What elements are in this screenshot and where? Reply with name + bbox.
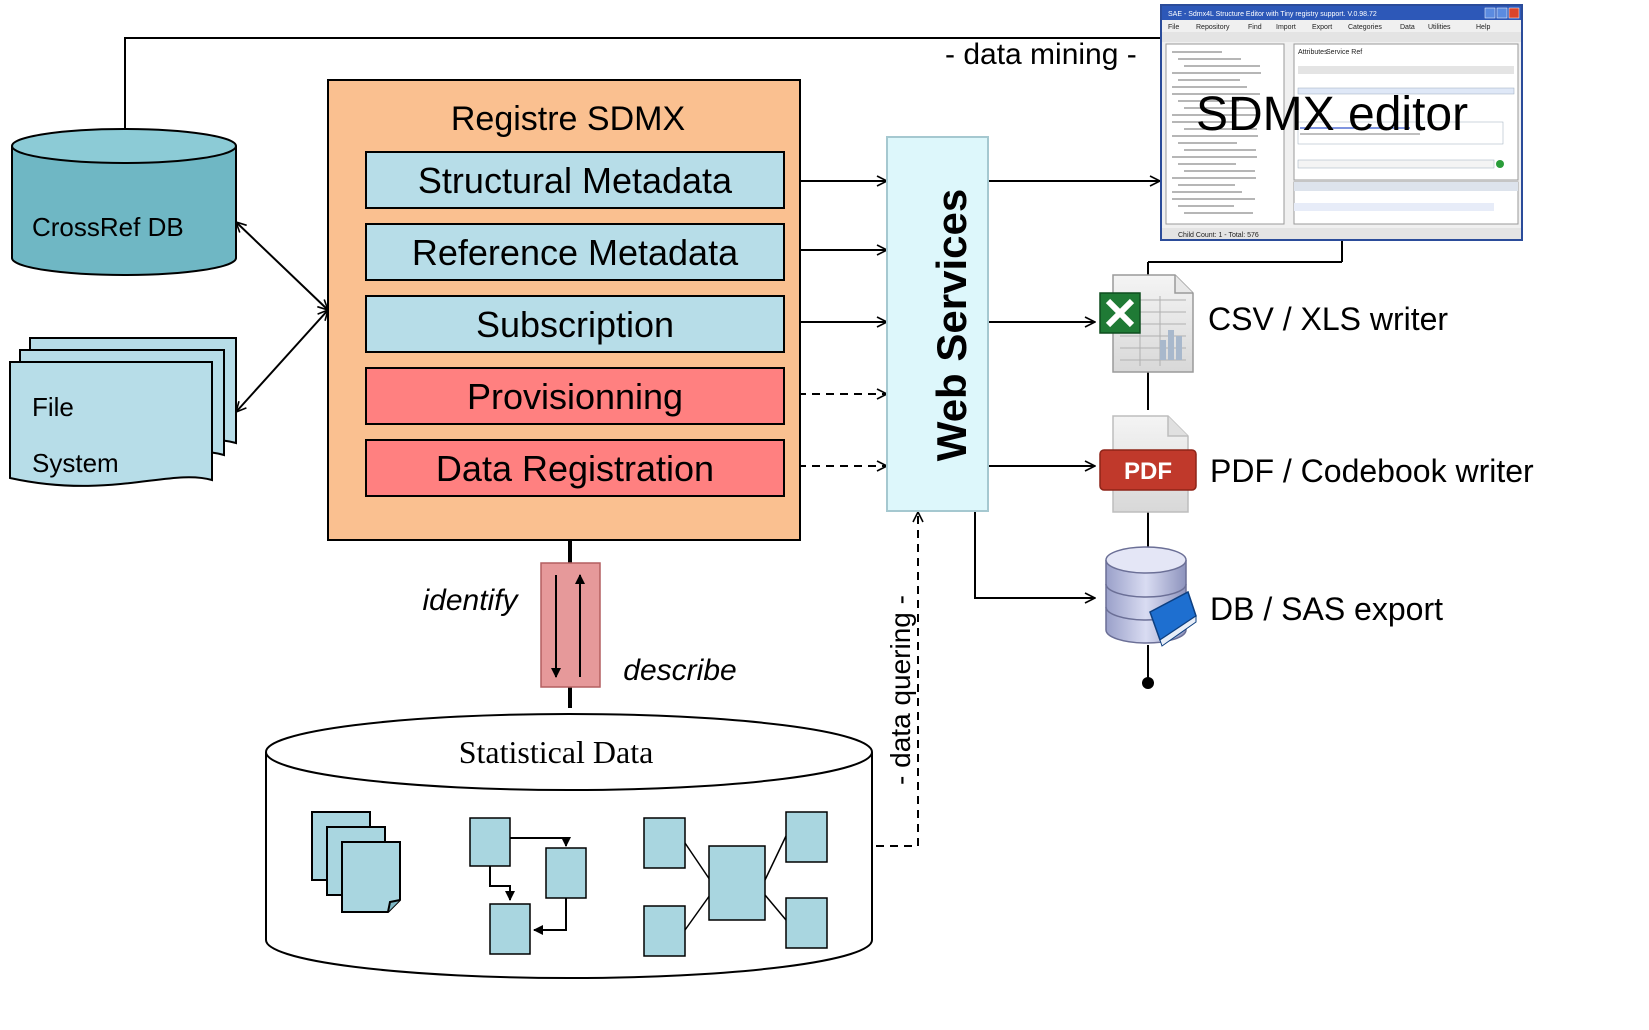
editor-window-title: SAE - Sdmx4L Structure Editor with Tiny … <box>1168 11 1377 18</box>
excel-icon <box>1099 274 1194 373</box>
connectors <box>125 37 1343 847</box>
registry-section-box <box>365 223 785 281</box>
network-icon <box>643 811 828 957</box>
editor-menu-item: Import <box>1276 24 1296 31</box>
editor-menu-item: Find <box>1248 24 1262 31</box>
registry-section-box <box>365 439 785 497</box>
registry-section-label: Reference Metadata <box>412 232 739 273</box>
editor-tab: Service Ref <box>1326 49 1362 56</box>
registry-section-box <box>365 295 785 353</box>
filesystem-registry-arrow <box>236 310 328 412</box>
file-system-label-line1: File <box>32 392 74 422</box>
editor-menu-item: File <box>1168 24 1179 31</box>
crossref-db: CrossRef DB <box>11 128 237 276</box>
editor-menu-item: Categories <box>1348 24 1382 31</box>
chain-end-dot <box>1142 677 1154 689</box>
crossref-db-label: CrossRef DB <box>32 212 184 242</box>
documents-icon <box>311 811 401 913</box>
pdf-icon: PDF <box>1099 415 1197 513</box>
file-system-label-line2: System <box>32 448 119 478</box>
editor-menu-item: Help <box>1476 24 1491 31</box>
data-quering-label: - data quering - <box>885 595 916 785</box>
registry-section-box <box>365 151 785 209</box>
data-mining-label: - data mining - <box>945 38 1137 71</box>
registry-section-label: Data Registration <box>436 448 714 489</box>
ws-to-db-arrow <box>974 510 1095 598</box>
file-system: File System <box>9 337 237 487</box>
editor-close-icon <box>1508 7 1520 19</box>
editor-menu-item: Utilities <box>1428 24 1451 31</box>
editor-menu-item: Data <box>1400 24 1415 31</box>
statistical-data-label: Statistical Data <box>459 734 654 770</box>
web-services: Web Services <box>886 136 989 512</box>
describe-label: describe <box>623 654 736 687</box>
crossref-registry-arrow <box>236 222 328 310</box>
registry-title: Registre SDMX <box>451 100 685 138</box>
registry-section-label: Subscription <box>476 304 674 345</box>
registry-box: Registre SDMX Structural MetadataReferen… <box>327 79 801 541</box>
editor-menu-item: Export <box>1312 24 1332 31</box>
flowchart-icon <box>469 817 587 955</box>
sdmx-editor-window: SAE - Sdmx4L Structure Editor with Tiny … <box>1160 4 1523 241</box>
registry-section-label: Provisionning <box>467 376 683 417</box>
pdf-badge-text: PDF <box>1124 458 1172 485</box>
registry-section-label: Structural Metadata <box>418 160 733 201</box>
sdmx-editor-label: SDMX editor <box>1196 88 1468 141</box>
data-mining-arrow <box>125 37 1165 152</box>
data-quering-arrow <box>876 512 918 847</box>
db-export-label: DB / SAS export <box>1210 591 1443 627</box>
database-icon <box>1105 546 1197 647</box>
identify-label: identify <box>422 584 519 617</box>
pdf-writer-label: PDF / Codebook writer <box>1210 453 1534 489</box>
web-services-label: Web Services <box>928 189 975 461</box>
identify-describe-link: identify describe <box>422 540 737 708</box>
csv-writer-label: CSV / XLS writer <box>1208 301 1448 337</box>
statistical-data-store: Statistical Data <box>265 713 873 979</box>
editor-menu-item: Repository <box>1196 24 1230 31</box>
editor-status-bar: Child Count: 1 - Total: 576 <box>1178 232 1259 239</box>
editor-tab: Attributes <box>1298 49 1328 56</box>
registry-section-box <box>365 367 785 425</box>
